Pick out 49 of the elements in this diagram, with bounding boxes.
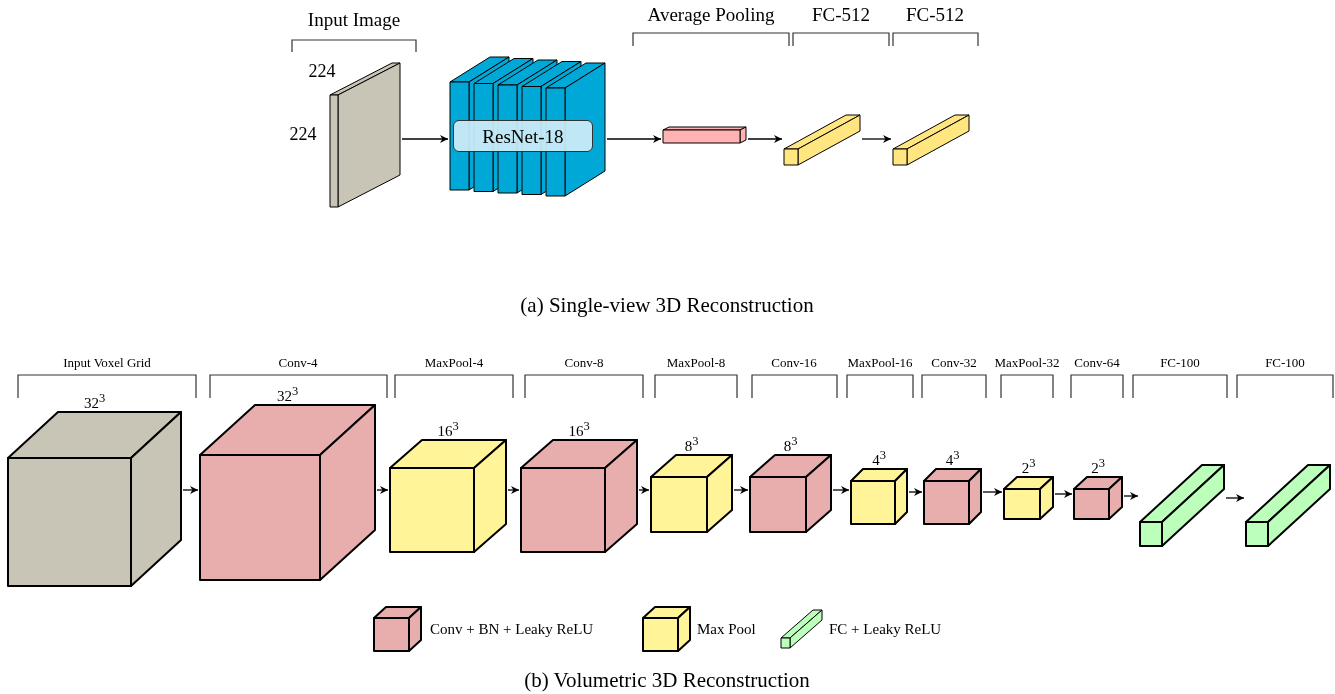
size-label: 8$^{3}$ bbox=[783, 435, 798, 455]
arrow bbox=[606, 135, 662, 143]
arrow bbox=[1054, 490, 1073, 498]
size-label: 8$^{3}$ bbox=[684, 435, 699, 455]
arrow bbox=[638, 486, 650, 494]
arrow bbox=[832, 486, 850, 494]
arrow bbox=[908, 488, 923, 496]
layer-label: MaxPool-16 bbox=[847, 355, 913, 371]
layer-label: Conv-64 bbox=[1074, 355, 1120, 371]
layer-label: Conv-32 bbox=[931, 355, 977, 371]
arrow bbox=[733, 486, 749, 494]
dimension-label: 224 bbox=[289, 125, 317, 145]
size-label: 2$^{3}$ bbox=[1091, 457, 1105, 477]
arrow bbox=[747, 135, 783, 143]
size-label: 4$^{3}$ bbox=[872, 449, 886, 469]
caption: (a) Single-view 3D Reconstruction bbox=[520, 294, 814, 318]
arrow bbox=[182, 486, 199, 494]
caption: (b) Volumetric 3D Reconstruction bbox=[524, 669, 810, 693]
size-label: 32$^{3}$ bbox=[276, 385, 299, 405]
legend-label: Conv + BN + Leaky ReLU bbox=[430, 621, 594, 638]
arrow bbox=[1225, 494, 1245, 502]
arrow bbox=[861, 135, 892, 143]
layer-label: MaxPool-32 bbox=[994, 355, 1060, 371]
layer-label: FC-512 bbox=[905, 4, 965, 26]
layer-label: Average Pooling bbox=[647, 4, 775, 26]
arrow bbox=[982, 488, 1003, 496]
layer-label: Conv-4 bbox=[278, 355, 318, 371]
arrow bbox=[376, 486, 389, 494]
legend-label: FC + Leaky ReLU bbox=[829, 621, 942, 638]
layer-label: FC-100 bbox=[1265, 355, 1305, 371]
layer-label: Conv-8 bbox=[564, 355, 604, 371]
layer-label: Conv-16 bbox=[771, 355, 817, 371]
layer-label: MaxPool-8 bbox=[666, 355, 726, 371]
arrow bbox=[1123, 492, 1139, 500]
dimension-label: 224 bbox=[308, 62, 336, 82]
layer-label: Input Voxel Grid bbox=[63, 355, 151, 371]
size-label: 16$^{3}$ bbox=[437, 420, 459, 440]
layer-label: FC-512 bbox=[811, 4, 871, 26]
layer-label: MaxPool-4 bbox=[424, 355, 484, 371]
arrow bbox=[507, 486, 520, 494]
layer-label: Input Image bbox=[307, 9, 401, 31]
legend-label: Max Pool bbox=[697, 621, 756, 638]
block-label: ResNet-18 bbox=[453, 120, 593, 152]
size-label: 2$^{3}$ bbox=[1021, 457, 1036, 477]
layer-label: FC-100 bbox=[1160, 355, 1200, 371]
size-label: 4$^{3}$ bbox=[945, 449, 960, 469]
size-label: 16$^{3}$ bbox=[568, 420, 590, 440]
arrow bbox=[401, 135, 449, 143]
size-label: 32$^{3}$ bbox=[83, 392, 106, 412]
